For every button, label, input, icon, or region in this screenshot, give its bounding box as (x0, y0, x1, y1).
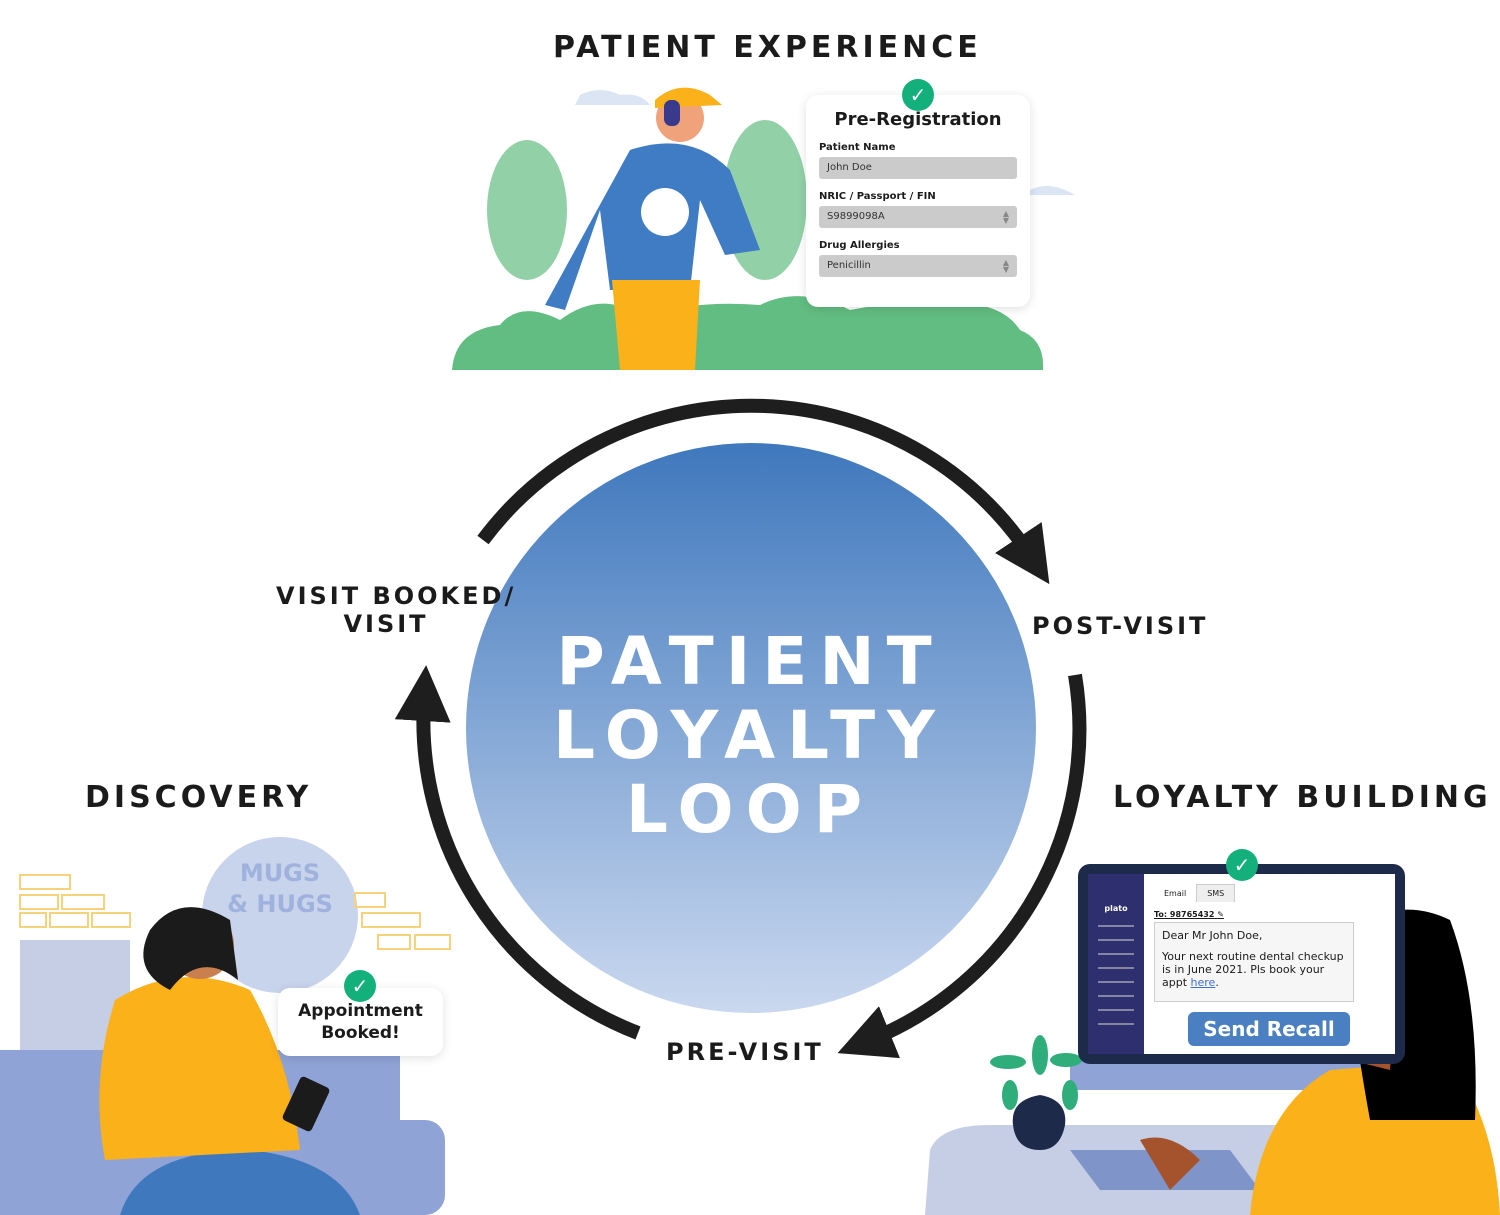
spinner-icon: ▲▼ (1002, 258, 1009, 274)
appointment-line2: Booked! (321, 1023, 400, 1043)
patient-name-label: Patient Name (819, 142, 896, 153)
discovery-scene (0, 837, 451, 1215)
arrow-top (477, 398, 1050, 585)
pre-registration-card: Pre-Registration Patient Name John Doe N… (806, 95, 1030, 307)
arrow-left (394, 665, 641, 1040)
recall-monitor: plato Email SMS To: 98765432 ✎ Dear Mr Jo… (1078, 864, 1405, 1064)
stage-patient-experience: PATIENT EXPERIENCE (553, 30, 982, 65)
recipient-number: To: 98765432 (1154, 910, 1215, 919)
loop-title: PATIENT LOYALTY LOOP (500, 625, 1000, 847)
stage-visit-booked-line1: VISIT BOOKED/ (276, 582, 517, 610)
stage-pre-visit: PRE-VISIT (666, 1038, 824, 1066)
plato-logo: plato (1104, 904, 1128, 913)
send-recall-button[interactable]: Send Recall (1188, 1012, 1350, 1046)
recall-screen: plato Email SMS To: 98765432 ✎ Dear Mr Jo… (1088, 874, 1395, 1054)
drug-allergies-label: Drug Allergies (819, 240, 900, 251)
loop-title-line3: LOOP (625, 771, 875, 848)
stage-visit-booked-line2: VISIT (343, 610, 429, 638)
stage-visit-booked: VISIT BOOKED/ VISIT (276, 582, 517, 638)
stage-post-visit: POST-VISIT (1032, 612, 1209, 640)
nric-field[interactable]: S9899098A ▲▼ (819, 206, 1017, 228)
tab-sms[interactable]: SMS (1196, 884, 1236, 902)
stage-discovery: DISCOVERY (85, 780, 313, 815)
edit-icon: ✎ (1217, 910, 1224, 919)
app-sidebar: plato (1088, 874, 1144, 1054)
check-icon: ✓ (902, 79, 934, 111)
message-text: Your next routine dental checkup is in J… (1162, 950, 1344, 989)
drug-allergies-field[interactable]: Penicillin ▲▼ (819, 255, 1017, 277)
loop-title-line2: LOYALTY (553, 697, 947, 774)
patient-experience-scene (452, 87, 1075, 370)
message-body[interactable]: Dear Mr John Doe, Your next routine dent… (1154, 922, 1354, 1002)
spinner-icon: ▲▼ (1002, 209, 1009, 225)
drug-allergies-value: Penicillin (827, 260, 871, 271)
appointment-line1: Appointment (298, 1001, 423, 1021)
check-icon: ✓ (1226, 849, 1258, 881)
check-icon: ✓ (344, 970, 376, 1002)
stage-loyalty-building: LOYALTY BUILDING (1113, 780, 1492, 815)
cafe-sign-line2: & HUGS (227, 890, 333, 918)
message-tabs: Email SMS (1154, 884, 1236, 902)
message-greeting: Dear Mr John Doe, (1162, 929, 1263, 942)
loop-center-circle (466, 443, 1036, 1013)
pre-registration-title: Pre-Registration (834, 109, 1002, 130)
booking-link[interactable]: here (1190, 976, 1216, 989)
arrow-right (837, 673, 1087, 1059)
loop-title-line1: PATIENT (556, 623, 944, 700)
patient-name-field[interactable]: John Doe (819, 157, 1017, 179)
nric-label: NRIC / Passport / FIN (819, 191, 936, 202)
tab-email[interactable]: Email (1164, 889, 1187, 898)
cafe-sign: MUGS & HUGS (215, 858, 345, 920)
recipient-link[interactable]: To: 98765432 ✎ (1154, 910, 1224, 919)
cafe-sign-line1: MUGS (239, 859, 321, 887)
nric-value: S9899098A (827, 211, 885, 222)
